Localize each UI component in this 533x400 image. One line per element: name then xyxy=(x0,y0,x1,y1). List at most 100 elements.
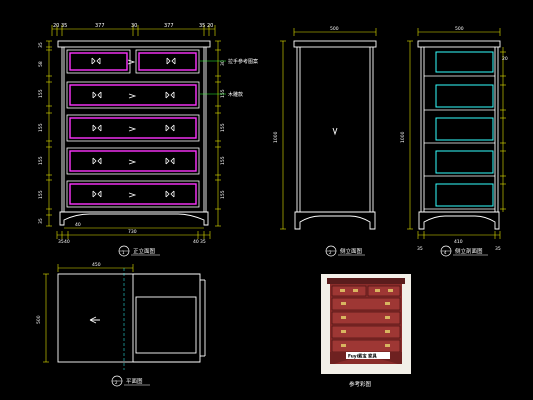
drawer-3 xyxy=(66,114,200,142)
dim-text: 20 xyxy=(53,23,59,29)
dim-text: 35 xyxy=(61,23,67,29)
view-title: 平面图 xyxy=(126,377,143,385)
dim-text: 30 xyxy=(220,60,226,66)
front-view-label: 1 正立面图 xyxy=(118,245,160,257)
dim-text: 30 xyxy=(131,23,137,29)
dim-text: 155 xyxy=(38,123,44,132)
side-cabinet xyxy=(293,40,377,230)
view-number: 2 xyxy=(329,250,332,255)
dim-text: 58 xyxy=(38,61,44,67)
front-bottom-dimension xyxy=(56,231,211,239)
dim-text: 500 xyxy=(36,315,42,324)
dim-text: 40 xyxy=(193,239,199,245)
section-top-dimension xyxy=(417,28,501,36)
photo-handles xyxy=(340,289,393,347)
photo-drawers xyxy=(331,285,401,353)
photo-plaque-text: Fuyi紫宝 家具 xyxy=(348,353,377,360)
view-number: 1 xyxy=(122,250,125,255)
dim-text: 450 xyxy=(92,262,101,268)
front-cabinet-body xyxy=(57,40,211,226)
plan-view: 450 500 2 平面图 xyxy=(36,262,206,387)
dim-text: 1000 xyxy=(400,131,406,143)
drawer-top-left xyxy=(66,49,131,74)
dim-text: 377 xyxy=(95,23,105,29)
dim-text: 35 xyxy=(38,218,44,224)
view-number: 2 xyxy=(115,380,118,385)
section-drawer-runners xyxy=(424,75,495,210)
keyhole-icon xyxy=(128,93,137,99)
reference-photo: Fuyi紫宝 家具 参考彩图 xyxy=(321,274,411,388)
butterfly-handle-icon xyxy=(165,91,175,99)
section-drawer-boxes xyxy=(435,51,494,207)
front-top-dim-texts: 20 35 377 30 377 35 20 xyxy=(53,23,213,29)
dim-text: 410 xyxy=(454,239,463,245)
plan-view-label: 2 平面图 xyxy=(111,375,150,387)
keyhole-icon xyxy=(128,192,137,198)
plan-top-dimension xyxy=(57,264,134,272)
front-bottom-dim-texts: 35 40 730 40 35 xyxy=(58,229,206,245)
front-left-dimension xyxy=(46,40,52,227)
dim-text: 155 xyxy=(220,89,226,98)
dim-text: 35 xyxy=(417,246,423,252)
view-title: 侧立面图 xyxy=(340,247,363,255)
photo-caption: 参考彩图 xyxy=(349,380,372,388)
butterfly-handle-icon xyxy=(92,124,102,132)
keyhole-icon xyxy=(128,159,137,165)
dim-text: 155 xyxy=(38,156,44,165)
section-bottom-dimension xyxy=(417,231,501,239)
dim-text: 377 xyxy=(164,23,174,29)
front-elevation: 20 35 377 30 377 35 20 35 xyxy=(38,23,258,257)
dim-text: 40 xyxy=(75,222,81,228)
keyhole-icon xyxy=(128,126,137,132)
dim-text: 155 xyxy=(38,89,44,98)
dim-text: 500 xyxy=(330,26,339,32)
drawer-5 xyxy=(66,180,200,208)
butterfly-handle-icon xyxy=(92,190,102,198)
section-view-label: 4 侧立剖面图 xyxy=(440,245,488,257)
section-right-dimension xyxy=(500,47,506,212)
drawer-top-right xyxy=(135,49,200,74)
butterfly-handle-icon xyxy=(166,57,176,65)
photo-plaque xyxy=(346,352,390,359)
dim-text: 155 xyxy=(220,190,226,199)
keyhole-icon xyxy=(127,59,136,65)
dim-text: 155 xyxy=(220,123,226,132)
front-right-dimension xyxy=(215,40,221,227)
section-bottom-dim-texts: 35 410 35 xyxy=(417,239,501,252)
dim-text: 500 xyxy=(455,26,464,32)
front-drawers xyxy=(66,49,200,208)
front-right-dim-texts: 30 155 155 155 155 xyxy=(220,60,226,199)
plan-left-dimension xyxy=(43,273,49,363)
dim-text: 20 xyxy=(502,56,508,62)
butterfly-handle-icon xyxy=(165,124,175,132)
photo-cabinet-top xyxy=(327,278,405,284)
view-number: 4 xyxy=(444,250,447,255)
drawer-4 xyxy=(66,147,200,175)
dim-text: 1000 xyxy=(273,131,279,143)
front-inner-dim: 40 xyxy=(64,222,204,229)
plan-outline xyxy=(57,273,206,363)
drawer-handles xyxy=(91,57,176,198)
butterfly-handle-icon xyxy=(91,57,101,65)
section-cabinet xyxy=(417,40,501,230)
callout-carving-text: 木雕款 xyxy=(228,91,243,98)
side-height-dimension xyxy=(280,40,286,230)
dim-text: 35 xyxy=(495,246,501,252)
side-section: 500 1000 xyxy=(400,26,508,257)
dim-text: 35 xyxy=(200,239,206,245)
butterfly-handle-icon xyxy=(165,157,175,165)
dim-text: 155 xyxy=(220,156,226,165)
side-top-dimension xyxy=(293,28,377,36)
front-left-dim-texts: 35 58 155 155 155 155 35 xyxy=(38,42,44,224)
side-elevation: 500 1000 2 侧立面图 xyxy=(273,26,377,257)
dim-text: 20 xyxy=(207,23,213,29)
dim-text: 35 xyxy=(58,239,64,245)
side-view-label: 2 侧立面图 xyxy=(325,245,365,257)
dim-text: 35 xyxy=(38,42,44,48)
dim-text: 730 xyxy=(128,229,137,235)
drawer-2 xyxy=(66,81,200,109)
dim-text: 40 xyxy=(64,239,70,245)
section-height-dimension xyxy=(407,40,413,230)
